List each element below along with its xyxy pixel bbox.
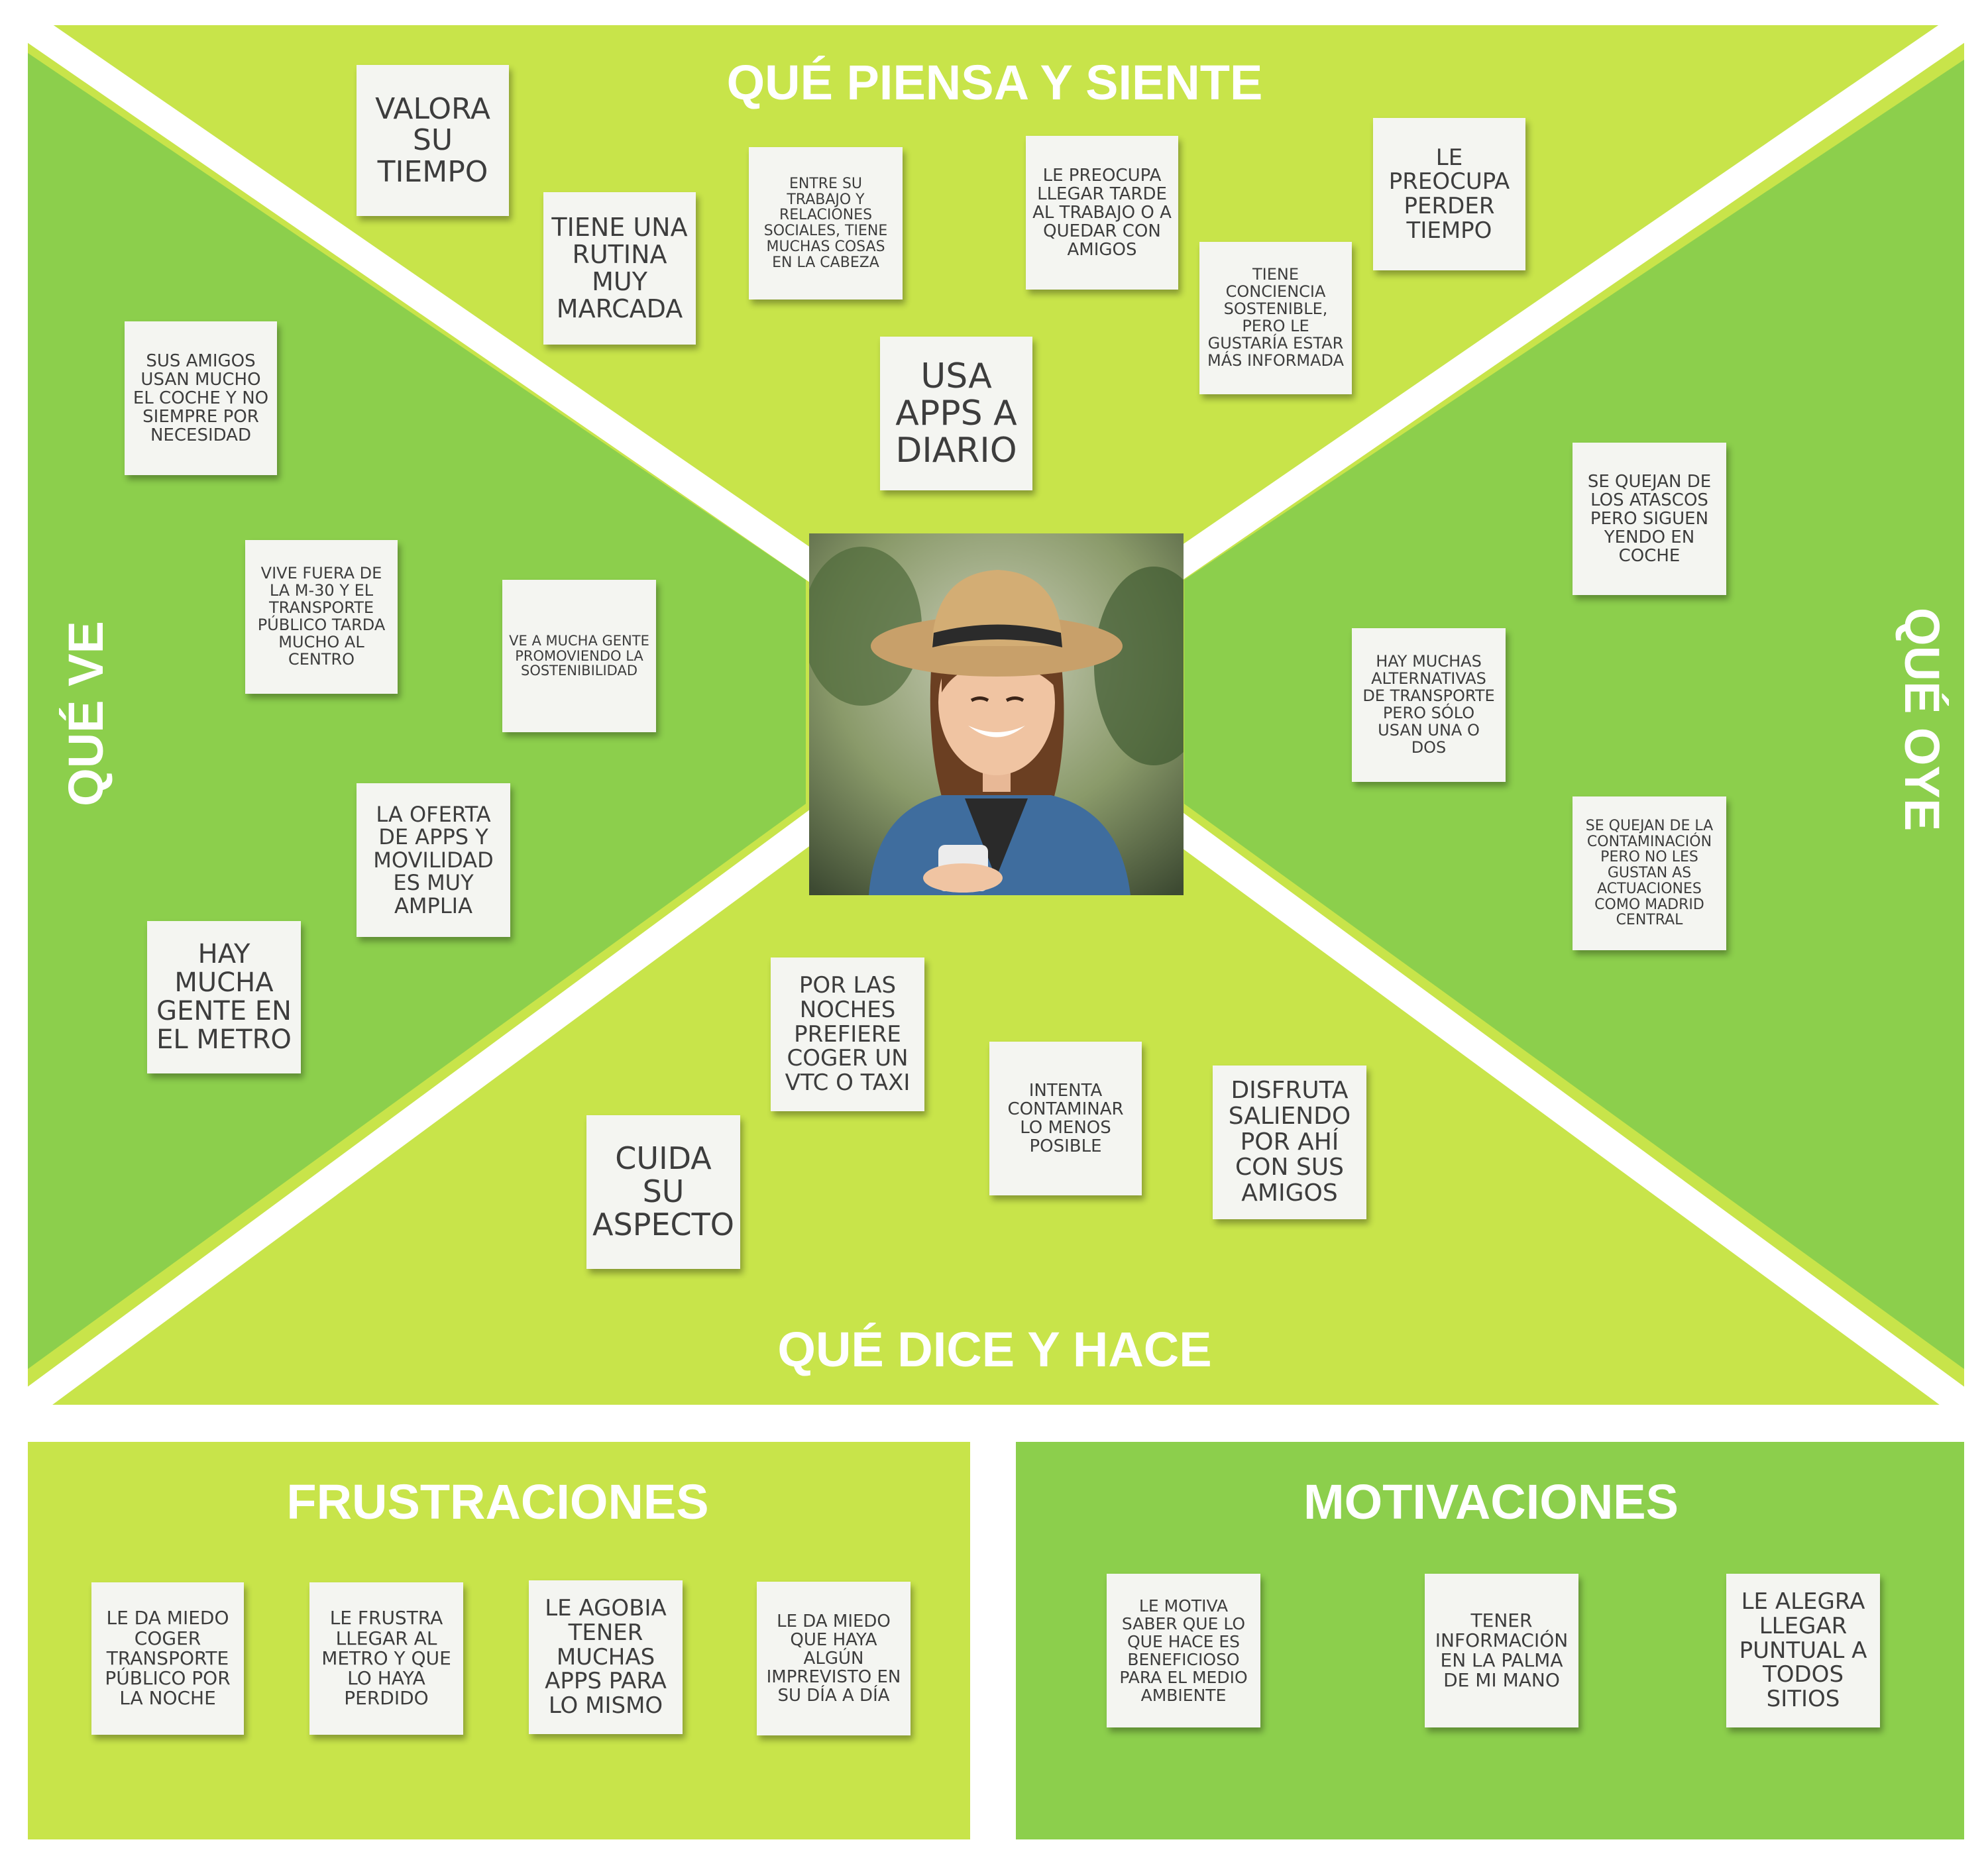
sticky-note: LA OFERTA DE APPS Y MOVILIDAD ES MUY AMP… — [357, 783, 510, 937]
sticky-note: ENTRE SU TRABAJO Y RELACIONES SOCIALES, … — [749, 147, 903, 300]
sticky-note: LE FRUSTRA LLEGAR AL METRO Y QUE LO HAYA… — [309, 1582, 463, 1735]
sticky-note: TENER INFORMACIÓN EN LA PALMA DE MI MANO — [1425, 1574, 1578, 1727]
sticky-note: DISFRUTA SALIENDO POR AHÍ CON SUS AMIGOS — [1213, 1066, 1366, 1219]
sticky-note: CUIDA SU ASPECTO — [586, 1115, 740, 1269]
sticky-note: SE QUEJAN DE LA CONTAMINACIÓN PERO NO LE… — [1573, 796, 1726, 950]
hears-quadrant-bg — [1184, 60, 1964, 1369]
motivations-title: MOTIVACIONES — [1303, 1474, 1679, 1529]
sticky-note: LE MOTIVA SABER QUE LO QUE HACE ES BENEF… — [1107, 1574, 1260, 1727]
sees-title: QUÉ VE — [58, 621, 113, 806]
sticky-note: LE DA MIEDO QUE HAYA ALGÚN IMPREVISTO EN… — [757, 1582, 911, 1735]
sticky-note: TIENE UNA RUTINA MUY MARCADA — [543, 192, 696, 345]
sticky-note: VIVE FUERA DE LA M-30 Y EL TRANSPORTE PÚ… — [245, 540, 398, 694]
hears-title: QUÉ OYE — [1895, 608, 1950, 832]
says-title: QUÉ DICE Y HACE — [777, 1322, 1212, 1377]
sticky-note: TIENE CONCIENCIA SOSTENIBLE, PERO LE GUS… — [1199, 242, 1352, 394]
sticky-note: LE ALEGRA LLEGAR PUNTUAL A TODOS SITIOS — [1726, 1574, 1880, 1727]
thinks-title: QUÉ PIENSA Y SIENTE — [726, 55, 1263, 110]
sticky-note: LE PREOCUPA PERDER TIEMPO — [1373, 118, 1525, 270]
sticky-note: USA APPS A DIARIO — [880, 337, 1032, 490]
sticky-note: LE DA MIEDO COGER TRANSPORTE PÚBLICO POR… — [91, 1582, 244, 1735]
sticky-note: VE A MUCHA GENTE PROMOVIENDO LA SOSTENIB… — [502, 580, 656, 732]
frustrations-title: FRUSTRACIONES — [286, 1474, 709, 1529]
woman-with-hat-icon — [809, 533, 1184, 895]
persona-photo — [809, 533, 1184, 895]
sticky-note: SE QUEJAN DE LOS ATASCOS PERO SIGUEN YEN… — [1573, 443, 1726, 595]
sticky-note: INTENTA CONTAMINAR LO MENOS POSIBLE — [989, 1042, 1142, 1195]
sticky-note: VALORA SU TIEMPO — [357, 65, 509, 216]
sticky-note: POR LAS NOCHES PREFIERE COGER UN VTC O T… — [771, 957, 924, 1111]
sticky-note: HAY MUCHA GENTE EN EL METRO — [147, 921, 301, 1073]
sticky-note: SUS AMIGOS USAN MUCHO EL COCHE Y NO SIEM… — [125, 321, 277, 475]
sticky-note: LE AGOBIA TENER MUCHAS APPS PARA LO MISM… — [529, 1580, 683, 1734]
sticky-note: LE PREOCUPA LLEGAR TARDE AL TRABAJO O A … — [1026, 136, 1178, 290]
sticky-note: HAY MUCHAS ALTERNATIVAS DE TRANSPORTE PE… — [1352, 628, 1506, 782]
